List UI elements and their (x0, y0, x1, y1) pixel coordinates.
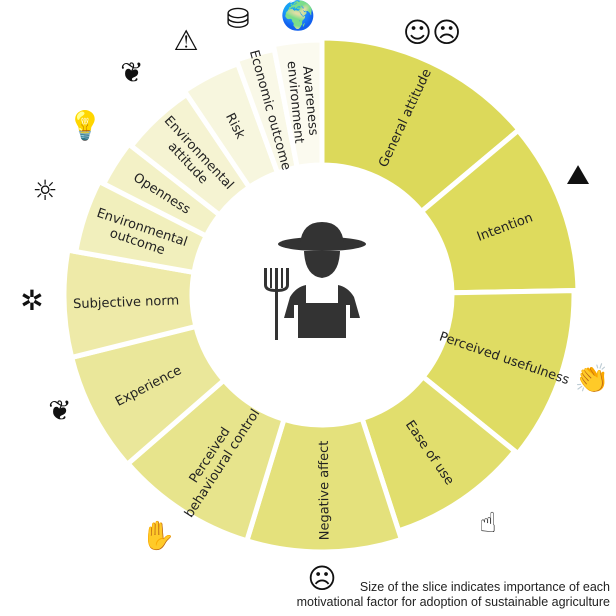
slice-ease-of-use (359, 373, 519, 535)
slice-awareness-environment (270, 37, 325, 171)
slice-negative-affect (243, 415, 405, 555)
hand-with-plant-icon: ❦ (48, 393, 72, 427)
caption-line-2: motivational factor for adoption of sust… (296, 595, 610, 609)
slice-label-line: Subjective norm (73, 293, 179, 312)
lightbulb-icon: 💡 (67, 108, 103, 142)
slice-label: Negative affect (317, 441, 333, 541)
slice-label: Subjective norm (73, 293, 179, 312)
field-icon: ☼ (32, 173, 58, 207)
slice-intention (418, 126, 581, 296)
sprout-icon: ❦ (120, 55, 144, 89)
farmer-icon (264, 222, 366, 340)
caption-line-1: Size of the slice indicates importance o… (359, 580, 610, 594)
slice-subjective-norm (61, 247, 199, 361)
slice-environmental-outcome (72, 178, 210, 276)
pointing-hand-icon: ☝ (479, 505, 497, 539)
slice-label-line: Awareness (299, 65, 321, 136)
warning-icon: ⚠ (173, 23, 199, 57)
slice-perceived-usefulness (419, 288, 577, 458)
slice-perceived-behavioural-control (124, 376, 288, 544)
climber-icon: ⛰ (566, 158, 590, 191)
clapping-hands-icon: 👏 (574, 361, 610, 395)
worried-face-icon: ☹ (307, 561, 337, 595)
coins-icon: ⛁ (226, 1, 250, 35)
slice-openness (100, 140, 224, 240)
caption: Size of the slice indicates importance o… (297, 580, 610, 610)
slice-experience (68, 323, 228, 468)
happy-sad-faces-icon: ☺☹ (402, 15, 462, 49)
globe-icon: 🌍 (280, 0, 316, 32)
raised-hand-icon: ✋ (140, 518, 176, 552)
network-icon: ✲ (20, 283, 44, 317)
slice-label-line: Negative affect (317, 441, 333, 541)
